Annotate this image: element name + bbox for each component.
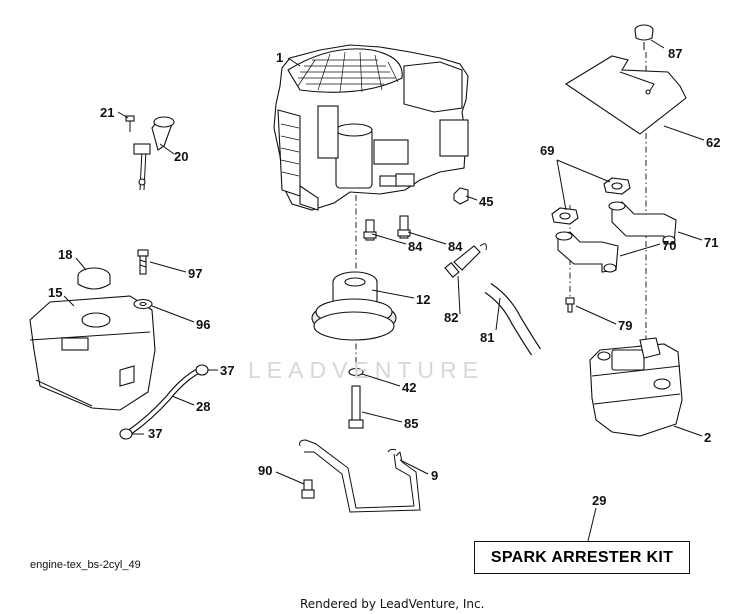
bolt-84-left [363, 219, 377, 241]
knob-87 [634, 24, 654, 50]
fuel-line-81 [484, 283, 541, 356]
screw-90 [301, 479, 315, 499]
gasket-69-lower [551, 207, 579, 225]
callout-85: 85 [404, 416, 418, 431]
callout-9: 9 [431, 468, 438, 483]
bolt-84-right [397, 215, 411, 239]
callout-84-left: 84 [408, 239, 423, 254]
callout-90: 90 [258, 463, 272, 478]
fuel-line [128, 367, 202, 435]
screw-79 [565, 297, 575, 313]
bracket-9 [299, 439, 421, 513]
engine-pulley [311, 271, 397, 341]
callout-79: 79 [618, 318, 632, 333]
bolt-85 [348, 385, 364, 429]
engine-assembly [273, 44, 469, 211]
callout-71: 71 [704, 235, 718, 250]
callout-96: 96 [196, 317, 210, 332]
gasket-69-upper [603, 177, 631, 195]
bolt-21 [125, 115, 135, 132]
callout-2: 2 [704, 430, 711, 445]
callout-69: 69 [540, 143, 554, 158]
callout-70: 70 [662, 238, 676, 253]
callout-87: 87 [668, 46, 682, 61]
callout-12: 12 [416, 292, 430, 307]
screw-97 [137, 249, 149, 275]
callout-42: 42 [402, 380, 416, 395]
exhaust-pipe-70 [555, 231, 619, 273]
callout-82: 82 [444, 310, 458, 325]
callout-84-right: 84 [448, 239, 463, 254]
callout-leaders [63, 39, 705, 542]
callout-15: 15 [48, 285, 62, 300]
footer-credit: Rendered by LeadVenture, Inc. [300, 597, 485, 611]
callout-62: 62 [706, 135, 720, 150]
washer-96 [133, 298, 153, 310]
callout-18: 18 [58, 247, 72, 262]
washer-42 [348, 367, 364, 377]
callout-28: 28 [196, 399, 210, 414]
callout-37-lower: 37 [148, 426, 162, 441]
muffler-shield [564, 55, 687, 135]
clamp-37-upper [195, 364, 209, 376]
nut-45 [453, 187, 469, 205]
fuel-tank [29, 295, 156, 411]
callout-97: 97 [188, 266, 202, 281]
callout-numbers: 1 87 62 21 20 69 45 84 84 71 18 97 70 15… [48, 46, 720, 508]
fuel-cap [77, 267, 111, 290]
callout-37-upper: 37 [220, 363, 234, 378]
exhaust-pipe-71 [608, 201, 677, 245]
clamp-37-lower [119, 428, 133, 440]
callout-81: 81 [480, 330, 494, 345]
callout-21: 21 [100, 105, 114, 120]
spark-arrester-kit-label: SPARK ARRESTER KIT [474, 541, 690, 574]
dipstick-tube [133, 116, 175, 191]
fuel-fitting [444, 243, 487, 278]
muffler [589, 337, 683, 437]
callout-45: 45 [479, 194, 493, 209]
callout-29: 29 [592, 493, 606, 508]
callout-20: 20 [174, 149, 188, 164]
diagram-code: engine-tex_bs-2cyl_49 [30, 559, 141, 571]
callout-1: 1 [276, 50, 283, 65]
watermark: LEADVENTURE [248, 357, 484, 383]
